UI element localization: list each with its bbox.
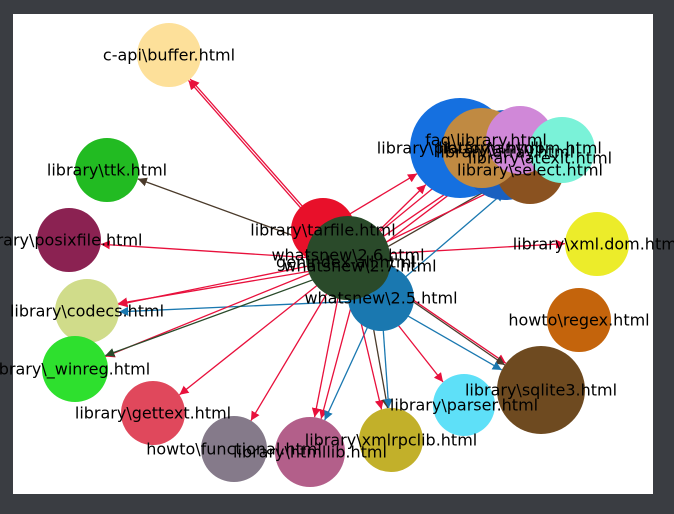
node-label-library-codecs-html: library\codecs.html [10, 302, 164, 321]
node-label-whatsnew-2-7-html: whatsnew\2.7.html [283, 257, 436, 276]
node-label-library-anydbm-html: library\anydbm.html [438, 139, 602, 158]
node-label-library-tarfile-html: library\tarfile.html [250, 221, 395, 240]
node-library-ttk-html[interactable] [75, 138, 139, 202]
node-library-codecs-html[interactable] [55, 279, 119, 343]
node-label-library-select-html: library\select.html [457, 161, 603, 180]
node-label-genindex-all-html: genindex-all.html [276, 253, 416, 272]
node-library-gettext-html[interactable] [121, 381, 185, 445]
edge-library-tarfile-html-to-c-api-buffer-html [188, 80, 322, 232]
node-label-library-htmllib-html: library\htmllib.html [233, 443, 387, 462]
node-label-library-array-html: library\array.html [436, 143, 574, 162]
node-library-posixfile-html[interactable] [37, 208, 101, 272]
node-label-library-ttk-html: library\ttk.html [47, 161, 167, 180]
node-label-whatsnew-2-5-html: whatsnew\2.5.html [304, 289, 457, 308]
node-label-library-posixfile-html: library\posixfile.html [0, 231, 142, 250]
nodes-layer [37, 23, 629, 487]
node-label-library-xmlrpclib-html: library\xmlrpclib.html [305, 431, 477, 450]
node-library-htmllib-html[interactable] [275, 417, 345, 487]
node-howto-regex-html[interactable] [547, 288, 611, 352]
node-label-howto-functional-html: howto\functional.html [146, 440, 322, 459]
node-library-xmlrpclib-html[interactable] [359, 408, 423, 472]
node-label-whatsnew-2-6-html: whatsnew\2.6.html [271, 246, 424, 265]
labels-layer: c-api\buffer.html library\ttk.html library… [0, 46, 674, 462]
node-label-howto-regex-html: howto\regex.html [508, 311, 649, 330]
node-library-sqlite3-html[interactable] [497, 346, 585, 434]
node-label-library-atexit-html: library\atexit.html [468, 149, 612, 168]
node-label-library-winreg-html: library\_winreg.html [0, 360, 150, 380]
node-whatsnew-2-6-html[interactable] [306, 216, 390, 300]
node-label-library-parser-html: library\parser.html [390, 396, 538, 415]
node-label-library-platform-html: library\platform.html [377, 139, 543, 158]
node-label-faq-library-html: faq\library.html [425, 131, 547, 150]
node-howto-functional-html[interactable] [201, 416, 267, 482]
node-label-library-gettext-html: library\gettext.html [75, 404, 231, 423]
node-label-c-api-buffer-html: c-api\buffer.html [103, 46, 235, 65]
node-label-library-sqlite3-html: library\sqlite3.html [465, 381, 617, 400]
node-c-api-buffer-html[interactable] [137, 23, 201, 87]
node-library-winreg-html[interactable] [42, 336, 108, 402]
node-label-library-xml-dom-html: library\xml.dom.html [513, 235, 674, 254]
node-library-parser-html[interactable] [433, 374, 495, 436]
node-library-xml-dom-html[interactable] [565, 212, 629, 276]
node-library-atexit-html[interactable] [529, 117, 595, 183]
